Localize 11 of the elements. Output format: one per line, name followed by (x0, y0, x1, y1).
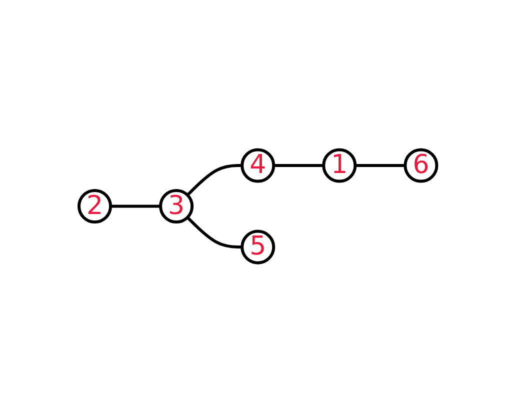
connector (186, 164, 242, 196)
connector (110, 204, 160, 208)
connector (273, 164, 324, 167)
node-circle: 4 (240, 148, 275, 182)
node-circle: 2 (77, 188, 112, 224)
connector (354, 164, 405, 167)
node-circle: 6 (403, 148, 438, 182)
connector (186, 216, 242, 248)
node-circle: 3 (158, 188, 194, 224)
node-circle: 1 (322, 148, 356, 182)
node-circle: 5 (240, 230, 275, 264)
